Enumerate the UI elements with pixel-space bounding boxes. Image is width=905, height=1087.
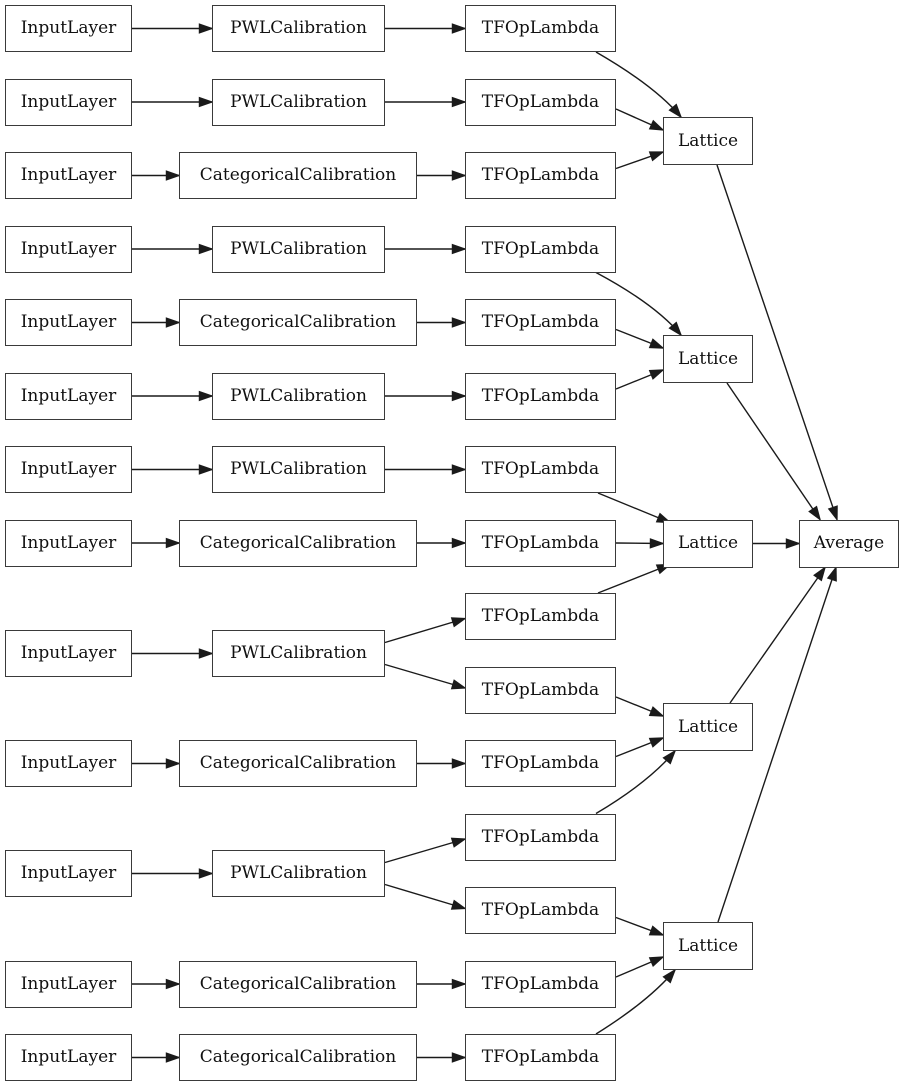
node-in1: InputLayer xyxy=(5,5,132,52)
edge-t12-lat4 xyxy=(595,749,677,815)
node-t8: TFOpLambda xyxy=(465,519,616,567)
edge-t8-lat3 xyxy=(615,538,665,549)
node-in4: InputLayer xyxy=(5,225,132,273)
node-in10: InputLayer xyxy=(5,740,132,787)
node-cal11: PWLCalibration xyxy=(212,850,385,897)
node-t4: TFOpLambda xyxy=(465,225,616,273)
node-cal13: CategoricalCalibration xyxy=(179,1034,417,1081)
node-cal9: PWLCalibration xyxy=(212,630,385,677)
node-cal3: CategoricalCalibration xyxy=(179,152,417,199)
node-t1: TFOpLambda xyxy=(465,5,616,52)
node-lat3: Lattice xyxy=(663,519,753,568)
node-t15: TFOpLambda xyxy=(465,1034,616,1081)
edge-t5-lat2 xyxy=(615,328,665,349)
node-t13: TFOpLambda xyxy=(465,887,616,934)
edge-cal9-t9 xyxy=(384,617,467,644)
edge-t9-lat3 xyxy=(597,563,672,594)
node-lat1: Lattice xyxy=(663,117,753,165)
edge-group xyxy=(132,23,838,1063)
node-t12: TFOpLambda xyxy=(465,813,616,861)
node-cal6: PWLCalibration xyxy=(212,372,385,420)
edge-t7-lat3 xyxy=(597,492,672,524)
edge-lat4-avg xyxy=(729,565,827,704)
node-cal10: CategoricalCalibration xyxy=(179,740,417,787)
edge-t6-lat2 xyxy=(615,369,665,390)
node-in13: InputLayer xyxy=(5,1034,132,1081)
node-lat4: Lattice xyxy=(663,703,753,751)
node-in5: InputLayer xyxy=(5,299,132,346)
edge-t13-lat5 xyxy=(615,916,665,936)
node-in9: InputLayer xyxy=(5,630,132,677)
node-cal2: PWLCalibration xyxy=(212,78,385,126)
node-in7: InputLayer xyxy=(5,446,132,493)
node-in11: InputLayer xyxy=(5,850,132,897)
edge-t15-lat5 xyxy=(595,968,677,1035)
edge-t3-lat1 xyxy=(615,151,665,170)
node-t7: TFOpLambda xyxy=(465,446,616,493)
edge-cal11-t12 xyxy=(384,837,467,864)
node-lat5: Lattice xyxy=(663,922,753,970)
edge-lat5-avg xyxy=(717,565,837,923)
node-in12: InputLayer xyxy=(5,960,132,1008)
node-cal12: CategoricalCalibration xyxy=(179,960,417,1008)
node-in8: InputLayer xyxy=(5,519,132,567)
node-t5: TFOpLambda xyxy=(465,299,616,346)
node-cal7: PWLCalibration xyxy=(212,446,385,493)
edge-t4-lat2 xyxy=(595,271,683,337)
node-in3: InputLayer xyxy=(5,152,132,199)
node-t10: TFOpLambda xyxy=(465,666,616,714)
edge-cal11-t13 xyxy=(384,883,467,910)
node-in2: InputLayer xyxy=(5,78,132,126)
node-t14: TFOpLambda xyxy=(465,960,616,1008)
edge-t1-lat1 xyxy=(595,51,683,119)
node-lat2: Lattice xyxy=(663,335,753,383)
node-t2: TFOpLambda xyxy=(465,78,616,126)
edge-t11-lat4 xyxy=(615,737,665,758)
edge-lat1-avg xyxy=(716,164,838,522)
edge-cal9-t10 xyxy=(384,663,467,690)
node-t11: TFOpLambda xyxy=(465,740,616,787)
node-cal5: CategoricalCalibration xyxy=(179,299,417,346)
node-t6: TFOpLambda xyxy=(465,372,616,420)
node-avg: Average xyxy=(799,519,899,568)
node-in6: InputLayer xyxy=(5,372,132,420)
node-cal4: PWLCalibration xyxy=(212,225,385,273)
node-cal8: CategoricalCalibration xyxy=(179,519,417,567)
node-cal1: PWLCalibration xyxy=(212,5,385,52)
edge-t2-lat1 xyxy=(615,108,665,131)
edge-t10-lat4 xyxy=(615,696,665,717)
node-t9: TFOpLambda xyxy=(465,593,616,640)
edge-t14-lat5 xyxy=(615,956,665,978)
edge-lat2-avg xyxy=(726,382,822,522)
node-t3: TFOpLambda xyxy=(465,152,616,199)
